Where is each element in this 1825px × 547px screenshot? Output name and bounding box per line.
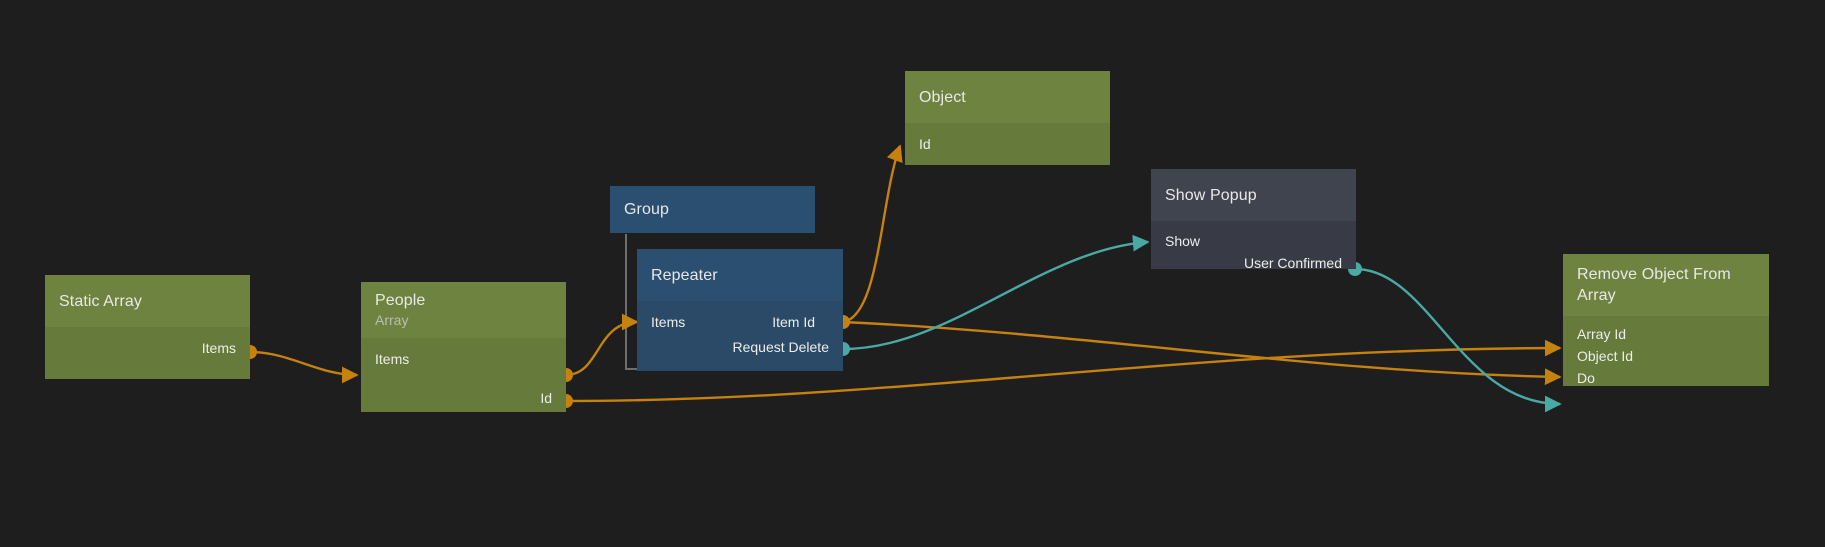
- port-label: Id: [540, 389, 552, 406]
- node-title: Group: [624, 201, 669, 218]
- node-header: Group: [610, 186, 815, 233]
- node-title: Object: [919, 88, 966, 106]
- node-header: Static Array: [45, 275, 250, 327]
- port-label: Array Id: [1577, 326, 1627, 342]
- port-label: Items: [375, 350, 410, 367]
- node-title: Remove Object From Array: [1577, 266, 1731, 304]
- port-label: Request Delete: [732, 338, 829, 355]
- port-show-popup-show[interactable]: Show: [1165, 230, 1342, 252]
- port-people-items-in[interactable]: Items: [375, 346, 552, 371]
- port-repeater-request-delete[interactable]: Request Delete: [651, 334, 829, 359]
- node-body: Show User Confirmed: [1151, 221, 1356, 271]
- port-label: User Confirmed: [1243, 255, 1342, 271]
- node-body: Items Id: [361, 338, 566, 412]
- node-object[interactable]: Object Id: [905, 71, 1110, 165]
- port-people-id[interactable]: Id: [375, 385, 552, 410]
- port-repeater-items[interactable]: Items Item Id: [651, 309, 829, 334]
- port-label: Items: [201, 339, 236, 356]
- node-body: Items: [45, 327, 250, 379]
- node-title: People: [375, 292, 426, 309]
- edge-repeater-itemid-to-remove-objectid[interactable]: [842, 320, 1562, 386]
- node-header: Object: [905, 71, 1110, 123]
- node-title: Show Popup: [1165, 186, 1257, 204]
- port-remove-object-id[interactable]: Object Id: [1577, 345, 1755, 367]
- port-show-popup-user-confirmed[interactable]: User Confirmed: [1165, 252, 1342, 274]
- edge-people-id-to-remove-arrayid[interactable]: [565, 339, 1562, 403]
- node-header: Repeater: [637, 249, 843, 301]
- port-label: Do: [1577, 370, 1595, 386]
- port-object-id[interactable]: Id: [919, 131, 1096, 156]
- port-label: Object Id: [1577, 348, 1634, 364]
- node-header: People Array: [361, 282, 566, 338]
- node-body: Array Id Object Id Do: [1563, 316, 1769, 386]
- edge-showpopup-userconfirmed-to-remove-do[interactable]: [1354, 267, 1562, 413]
- node-subtitle: Array: [375, 312, 409, 328]
- node-repeater[interactable]: Repeater Items Item Id Request Delete: [637, 249, 843, 371]
- node-group[interactable]: Group: [610, 186, 815, 233]
- edge-people-items-to-repeater-items[interactable]: [565, 313, 639, 377]
- port-remove-do[interactable]: Do: [1577, 367, 1755, 389]
- port-label: Id: [919, 135, 931, 152]
- edge-static-array-items-to-people-items[interactable]: [249, 350, 359, 384]
- node-body: Id: [905, 123, 1110, 165]
- port-label: Show: [1165, 233, 1201, 249]
- port-remove-array-id[interactable]: Array Id: [1577, 323, 1755, 345]
- node-remove-object-from-array[interactable]: Remove Object From Array Array Id Object…: [1563, 254, 1769, 386]
- port-static-array-items[interactable]: Items: [59, 335, 236, 360]
- edge-repeater-requestdelete-to-showpopup-show[interactable]: [842, 234, 1150, 351]
- edge-repeater-itemid-to-object-id[interactable]: [842, 144, 903, 324]
- node-title: Static Array: [59, 292, 143, 310]
- group-bracket: [625, 234, 637, 370]
- node-static-array[interactable]: Static Array Items: [45, 275, 250, 379]
- node-show-popup[interactable]: Show Popup Show User Confirmed: [1151, 169, 1356, 271]
- node-title: Repeater: [651, 266, 718, 284]
- port-label: Items: [651, 313, 686, 330]
- node-body: Items Item Id Request Delete: [637, 301, 843, 371]
- node-header: Show Popup: [1151, 169, 1356, 221]
- node-people[interactable]: People Array Items Id: [361, 282, 566, 412]
- node-header: Remove Object From Array: [1563, 254, 1769, 316]
- port-label-item-id: Item Id: [772, 313, 815, 330]
